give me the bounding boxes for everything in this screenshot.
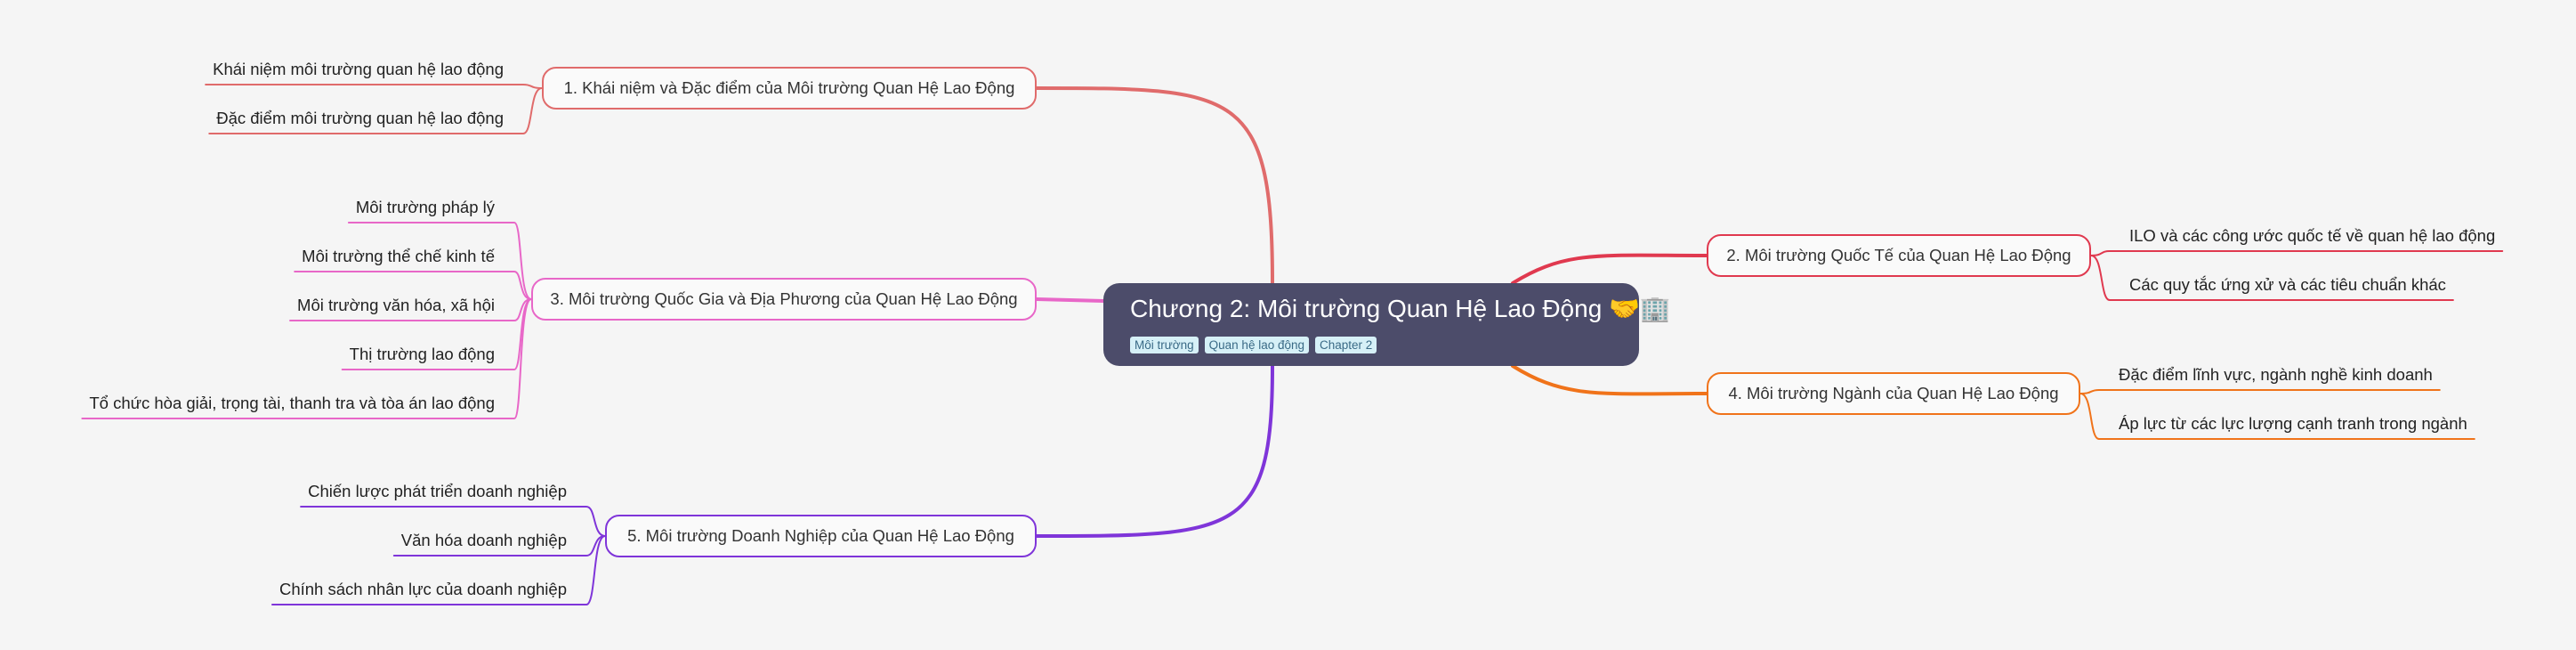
tag-label[interactable]: Môi trường	[1130, 337, 1199, 353]
leaf-connector	[81, 298, 532, 419]
branch-connector	[1035, 86, 1274, 285]
leaf-connector	[2090, 250, 2504, 256]
branch-connector	[1035, 297, 1105, 303]
subtopic-item[interactable]: Đặc điểm lĩnh vực, ngành nghề kinh doanh	[2119, 365, 2433, 384]
leaf-connector	[347, 222, 532, 300]
tag-label[interactable]: Quan hệ lao động	[1204, 337, 1309, 353]
leaf-connector	[300, 506, 606, 537]
leaf-connector	[294, 271, 532, 300]
leaf-connector	[271, 535, 606, 605]
tag-label[interactable]: Chapter 2	[1315, 337, 1377, 353]
subtopic-item[interactable]: Chiến lược phát triển doanh nghiệp	[308, 482, 567, 500]
subtopic-item[interactable]: Khái niệm môi trường quan hệ lao động	[213, 60, 504, 78]
branch-connector	[1511, 364, 1708, 396]
subtopic-item[interactable]: Môi trường pháp lý	[355, 198, 495, 216]
branch-topic-4[interactable]: 4. Môi trường Ngành của Quan Hệ Lao Động	[1707, 372, 2080, 415]
subtopic-item[interactable]: Văn hóa doanh nghiệp	[400, 531, 567, 549]
leaf-connector	[2079, 389, 2441, 394]
leaf-connector	[205, 84, 543, 89]
branch-topic-3[interactable]: 3. Môi trường Quốc Gia và Địa Phương của…	[531, 278, 1037, 321]
subtopic-item[interactable]: Các quy tắc ứng xử và các tiêu chuẩn khá…	[2129, 275, 2446, 294]
branch-topic-5[interactable]: 5. Môi trường Doanh Nghiệp của Quan Hệ L…	[605, 515, 1037, 557]
root-title: Chương 2: Môi trường Quan Hệ Lao Động 🤝🏢	[1130, 295, 1671, 322]
subtopic-item[interactable]: Thị trường lao động	[349, 345, 495, 363]
leaf-connector	[2079, 393, 2475, 440]
subtopic-item[interactable]: Tổ chức hòa giải, trọng tài, thanh tra v…	[89, 394, 495, 412]
subtopic-item[interactable]: Chính sách nhân lực của doanh nghiệp	[279, 580, 567, 598]
subtopic-item[interactable]: Đặc điểm môi trường quan hệ lao động	[216, 109, 504, 127]
leaf-connector	[208, 87, 543, 134]
branch-topic-1[interactable]: 1. Khái niệm và Đặc điểm của Môi trường …	[542, 67, 1037, 110]
root-tags: Môi trường Quan hệ lao động Chapter 2	[1130, 337, 1377, 353]
branch-connector	[1511, 253, 1708, 285]
subtopic-item[interactable]: Môi trường văn hóa, xã hội	[297, 296, 495, 314]
subtopic-item[interactable]: Áp lực từ các lực lượng cạnh tranh trong…	[2119, 414, 2467, 433]
subtopic-item[interactable]: ILO và các công ước quốc tế về quan hệ l…	[2129, 226, 2496, 245]
branch-topic-2[interactable]: 2. Môi trường Quốc Tế của Quan Hệ Lao Độ…	[1707, 234, 2091, 277]
leaf-connector	[2090, 255, 2454, 301]
subtopic-item[interactable]: Môi trường thể chế kinh tế	[302, 247, 495, 265]
branch-connector	[1035, 364, 1274, 538]
root-topic[interactable]: Chương 2: Môi trường Quan Hệ Lao Động 🤝🏢…	[1103, 283, 1671, 366]
